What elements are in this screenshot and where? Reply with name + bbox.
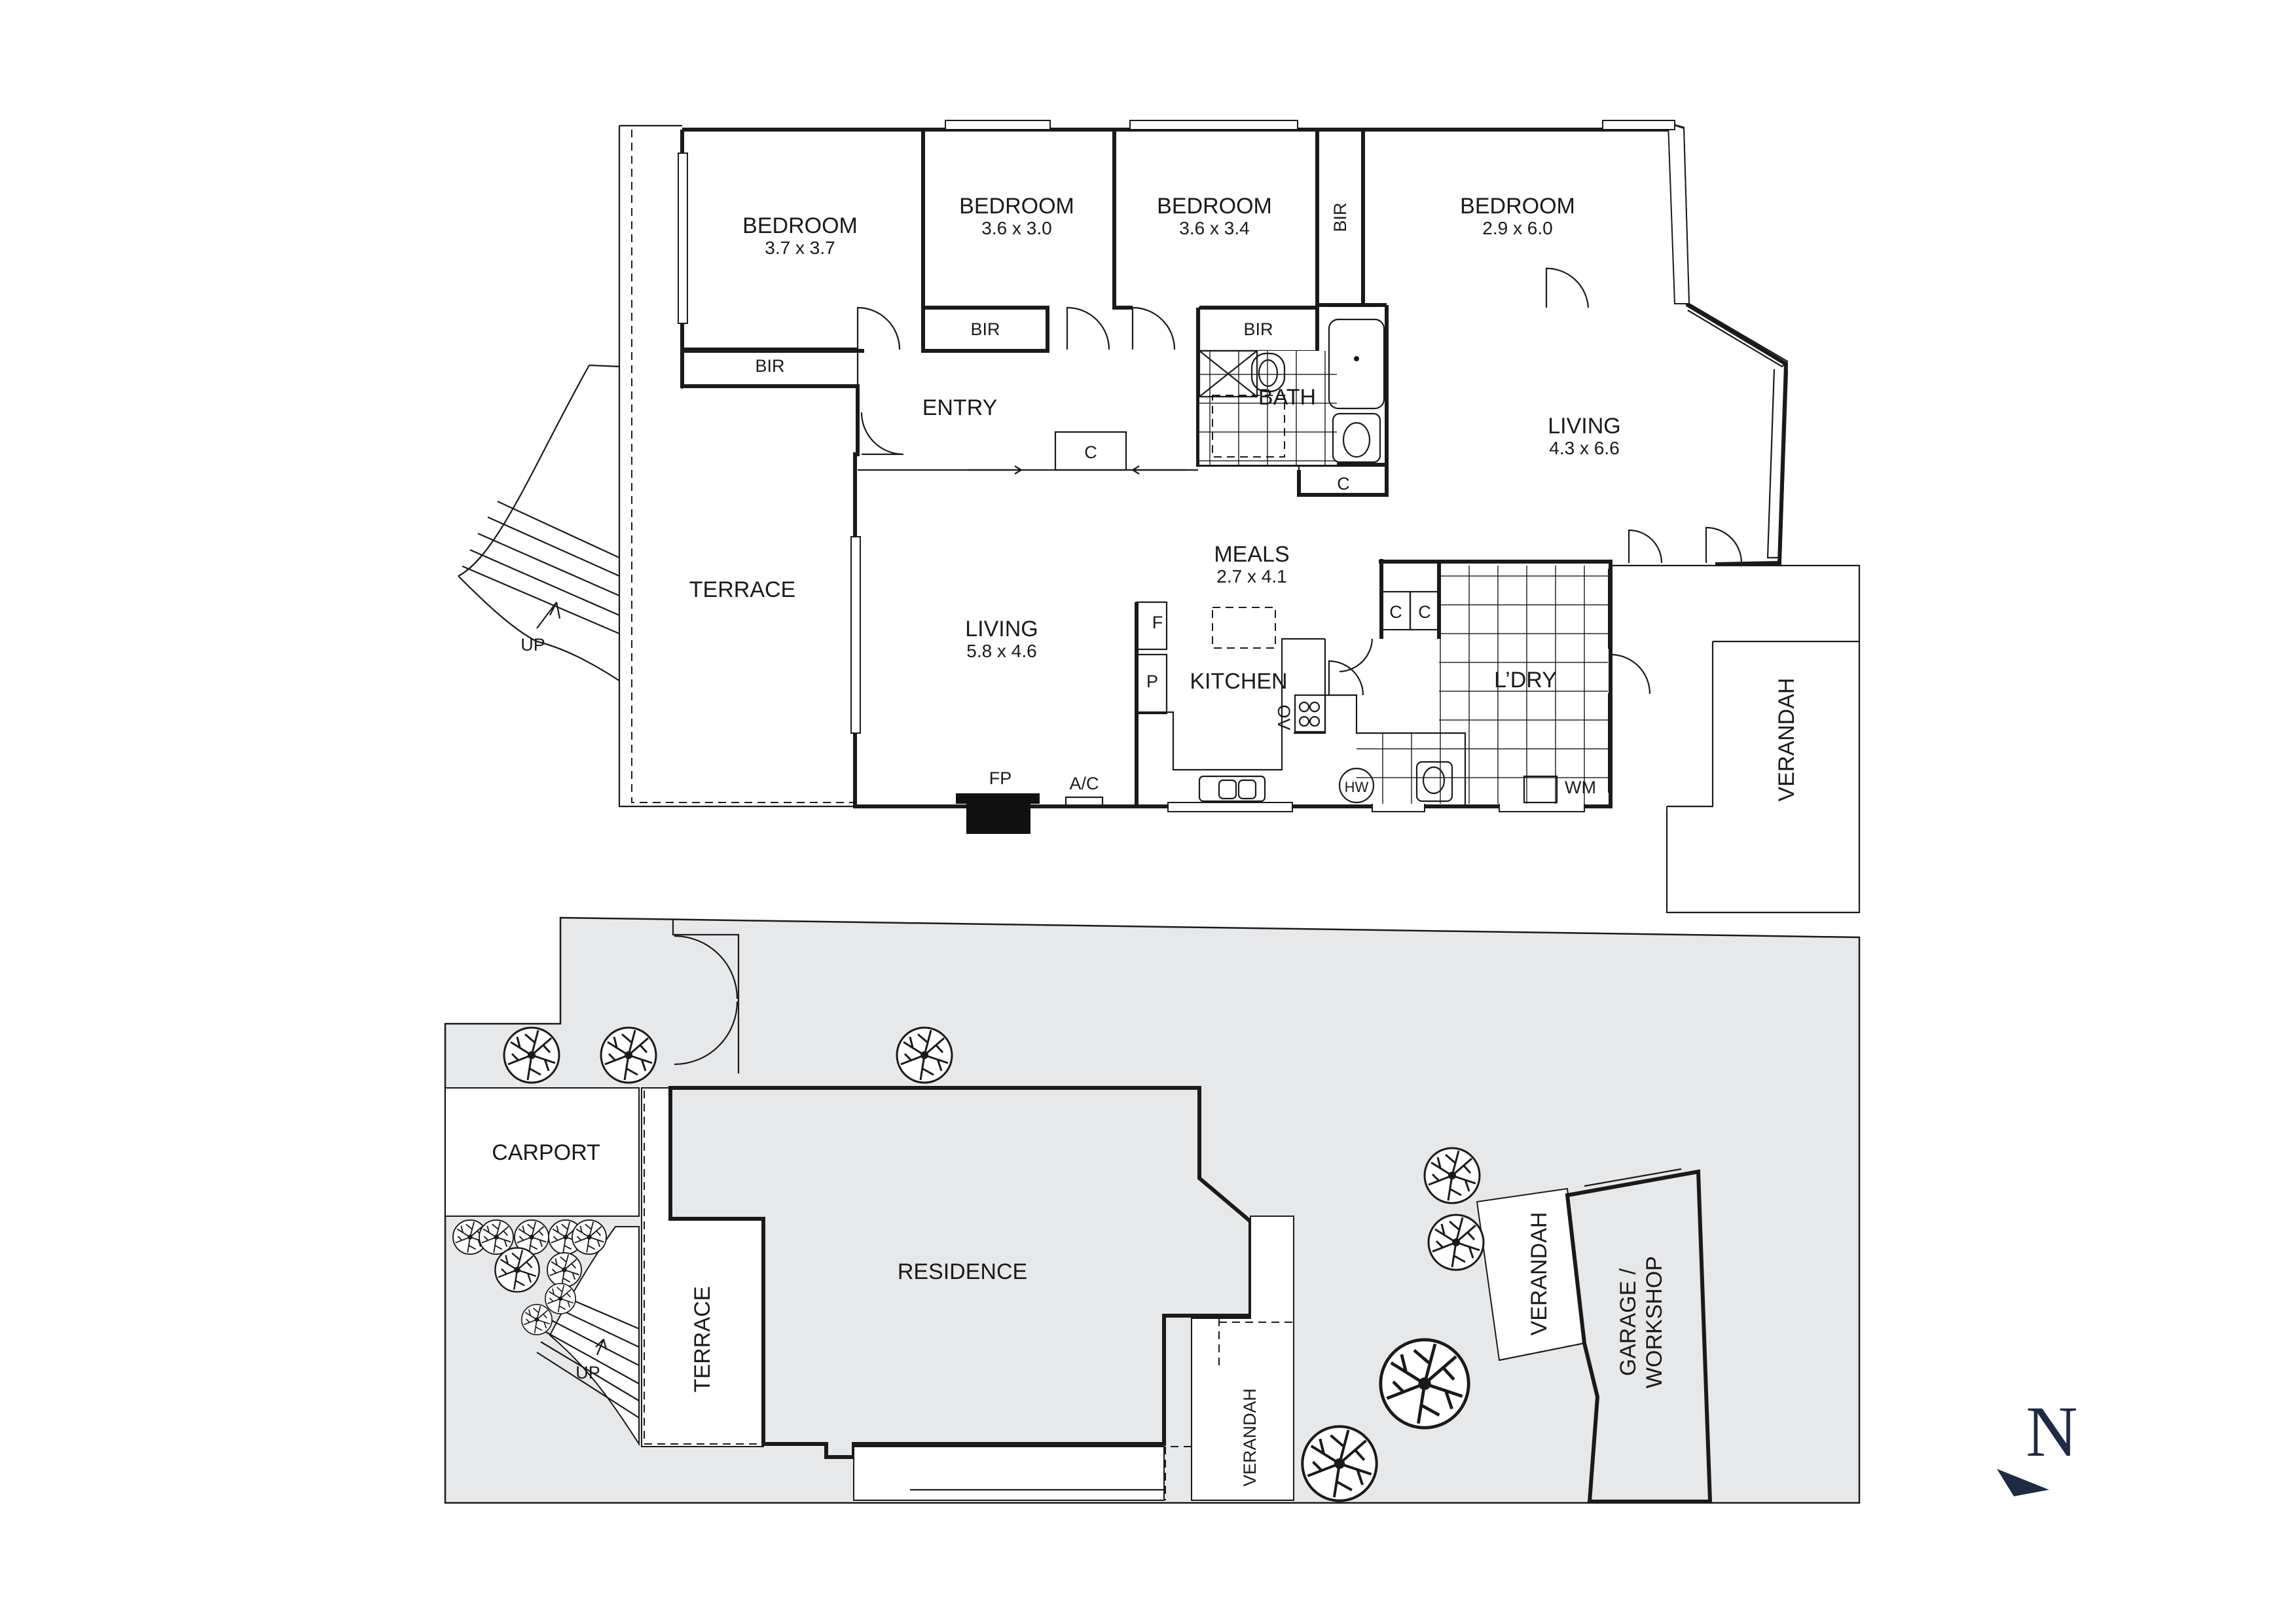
bedroom-1-dims: 3.7 x 3.7 — [765, 238, 835, 258]
kitchen-label: KITCHEN — [1190, 669, 1287, 694]
carport-label: CARPORT — [492, 1140, 600, 1165]
bedroom-3-name: BEDROOM — [1157, 194, 1272, 219]
pantry-label: P — [1146, 672, 1158, 691]
meals-name: MEALS — [1214, 542, 1289, 567]
terrace-label: TERRACE — [689, 577, 795, 602]
bir-bedroom-2: BIR — [970, 319, 1000, 339]
site-stairs-up: UP — [575, 1363, 600, 1382]
verandah-rear-label: VERANDAH — [1774, 678, 1799, 802]
north-compass — [1997, 1469, 2049, 1496]
fridge-label: F — [1152, 613, 1163, 632]
bath-label: BATH — [1258, 385, 1316, 410]
site-plan-labels: CARPORT RESIDENCE TERRACE UP VERANDAH VE… — [492, 1140, 1667, 1487]
terrace-stairs — [458, 364, 620, 681]
living-rear-dims: 4.3 x 6.6 — [1549, 438, 1619, 458]
bir-bedroom-1: BIR — [755, 356, 784, 376]
bedroom-1-name: BEDROOM — [742, 213, 858, 238]
bedroom-4-dims: 2.9 x 6.0 — [1482, 218, 1552, 238]
floor-plan — [458, 120, 1861, 914]
laundry-cupboard-2: C — [1418, 602, 1431, 622]
laundry-label: L’DRY — [1494, 668, 1557, 693]
site-terrace-label: TERRACE — [690, 1286, 715, 1392]
oven-label: OV — [1274, 704, 1294, 730]
site-plan — [444, 916, 1861, 1504]
bir-bedroom-4: BIR — [1330, 202, 1350, 232]
stairs-up-label: UP — [520, 635, 545, 655]
garage-label-line1: GARAGE / — [1616, 1268, 1641, 1376]
meals-dims: 2.7 x 4.1 — [1216, 566, 1286, 586]
aircon-label: A/C — [1069, 774, 1099, 793]
bedroom-2-name: BEDROOM — [959, 194, 1074, 219]
laundry-cupboard-1: C — [1389, 602, 1402, 622]
site-verandah-garage: VERANDAH — [1527, 1212, 1552, 1336]
bedroom-3-dims: 3.6 x 3.4 — [1179, 218, 1249, 238]
bir-bedroom-3: BIR — [1243, 319, 1273, 339]
bedroom-2-dims: 3.6 x 3.0 — [981, 218, 1051, 238]
entry-label: ENTRY — [922, 395, 998, 420]
fireplace-label: FP — [989, 768, 1012, 788]
washing-machine-label: WM — [1565, 778, 1596, 797]
north-letter: N — [2026, 1392, 2077, 1471]
residence-label: RESIDENCE — [898, 1259, 1027, 1284]
bath-cupboard: C — [1337, 474, 1350, 494]
bedroom-4-name: BEDROOM — [1460, 194, 1575, 219]
hot-water-label: HW — [1345, 779, 1369, 795]
site-verandah-front: VERANDAH — [1240, 1388, 1260, 1487]
living-main-dims: 5.8 x 4.6 — [966, 641, 1036, 661]
living-main-name: LIVING — [965, 617, 1038, 641]
living-rear-name: LIVING — [1548, 414, 1620, 439]
floor-plan-labels: BEDROOM 3.7 x 3.7 BEDROOM 3.6 x 3.0 BEDR… — [520, 194, 1799, 801]
entry-cupboard: C — [1084, 442, 1097, 462]
garage-label-line2: WORKSHOP — [1642, 1256, 1667, 1388]
